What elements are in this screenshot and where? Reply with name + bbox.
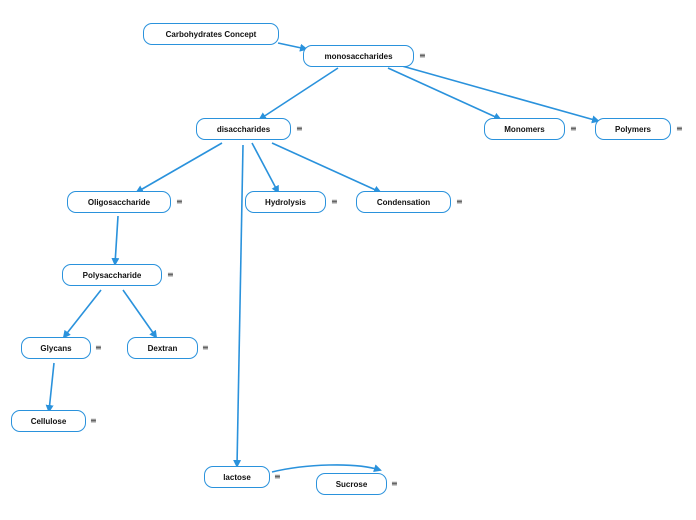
- edge-oligosaccharide-to-polysaccharide: [111, 215, 120, 266]
- node-condensation[interactable]: Condensation: [356, 191, 451, 213]
- menu-icon[interactable]: ≡: [419, 51, 426, 60]
- menu-icon[interactable]: ≡: [274, 472, 281, 481]
- node-oligosaccharide[interactable]: Oligosaccharide: [67, 191, 171, 213]
- menu-icon[interactable]: ≡: [90, 416, 97, 425]
- edge-monosaccharides-to-polymers: [401, 65, 600, 124]
- node-lactose[interactable]: lactose: [204, 466, 270, 488]
- menu-icon[interactable]: ≡: [456, 197, 463, 206]
- node-dextran[interactable]: Dextran: [127, 337, 198, 359]
- node-polymers[interactable]: Polymers: [595, 118, 671, 140]
- menu-icon[interactable]: ≡: [391, 479, 398, 488]
- edge-disaccharides-to-lactose: [233, 144, 244, 468]
- node-monomers[interactable]: Monomers: [484, 118, 565, 140]
- node-monosaccharides[interactable]: monosaccharides: [303, 45, 414, 67]
- edge-monosaccharides-to-disaccharides: [258, 67, 339, 121]
- edge-disaccharides-to-condensation: [271, 142, 382, 194]
- node-glycans[interactable]: Glycans: [21, 337, 91, 359]
- node-disaccharides[interactable]: disaccharides: [196, 118, 291, 140]
- menu-icon[interactable]: ≡: [676, 124, 683, 133]
- menu-icon[interactable]: ≡: [296, 124, 303, 133]
- node-carbohydrates-concept[interactable]: Carbohydrates Concept: [143, 23, 279, 45]
- menu-icon[interactable]: ≡: [331, 197, 338, 206]
- edge-monosaccharides-to-monomers: [387, 67, 502, 121]
- node-sucrose[interactable]: Sucrose: [316, 473, 387, 495]
- edge-disaccharides-to-hydrolysis: [251, 142, 279, 194]
- edge-concept-to-monosaccharides: [277, 42, 308, 52]
- menu-icon[interactable]: ≡: [202, 343, 209, 352]
- menu-icon[interactable]: ≡: [570, 124, 577, 133]
- menu-icon[interactable]: ≡: [95, 343, 102, 352]
- node-hydrolysis[interactable]: Hydrolysis: [245, 191, 326, 213]
- menu-icon[interactable]: ≡: [176, 197, 183, 206]
- node-polysaccharide[interactable]: Polysaccharide: [62, 264, 162, 286]
- edge-disaccharides-to-oligosaccharide: [135, 142, 223, 193]
- node-cellulose[interactable]: Cellulose: [11, 410, 86, 432]
- edge-glycans-to-cellulose: [45, 362, 55, 413]
- edge-lactose-to-sucrose: [271, 464, 382, 473]
- edge-polysaccharide-to-dextran: [122, 289, 158, 339]
- edge-polysaccharide-to-glycans: [62, 289, 102, 339]
- menu-icon[interactable]: ≡: [167, 270, 174, 279]
